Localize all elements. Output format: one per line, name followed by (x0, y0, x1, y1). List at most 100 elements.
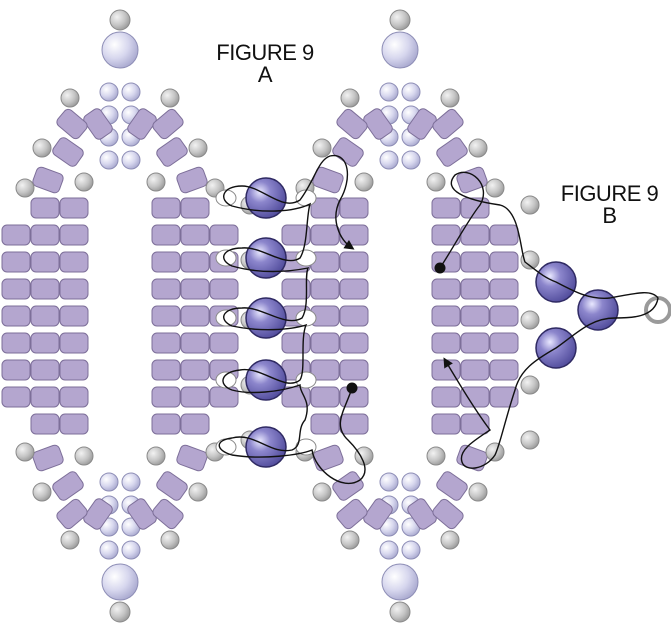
cylinder-bead (152, 108, 184, 140)
cylinder-bead (56, 498, 88, 530)
seed-bead (32, 138, 52, 158)
seed-bead (389, 601, 411, 623)
cylinder-bead (431, 386, 461, 408)
cylinder-bead (152, 498, 184, 530)
seed-bead (520, 250, 540, 270)
cylinder-bead (180, 413, 210, 435)
loop-seed-bead (295, 309, 317, 327)
cylinder-bead (431, 197, 461, 219)
cylinder-bead (431, 305, 461, 327)
connector-bead (577, 289, 619, 331)
pale-bead (401, 82, 421, 102)
pale-bead (379, 150, 399, 170)
cylinder-bead (332, 471, 364, 501)
seed-bead (160, 530, 180, 550)
cylinder-bead (59, 278, 89, 300)
cylinder-bead (209, 332, 239, 354)
cylinder-bead (127, 108, 157, 140)
pale-bead (381, 563, 419, 601)
seed-bead (520, 195, 540, 215)
thread-figure-b (439, 171, 659, 469)
cylinder-bead (56, 108, 88, 140)
pale-bead (121, 540, 141, 560)
figure-9b-label: FIGURE 9 B (552, 183, 667, 227)
cylinder-bead (176, 166, 208, 194)
thread-figure-a (218, 155, 366, 485)
cylinder-bead (310, 332, 340, 354)
cylinder-bead (59, 251, 89, 273)
cylinder-bead (339, 305, 369, 327)
seed-bead (468, 138, 488, 158)
seed-bead (426, 446, 446, 466)
cylinder-bead (32, 166, 64, 194)
cylinder-bead (339, 251, 369, 273)
seed-bead (520, 430, 540, 450)
cylinder-bead (1, 305, 31, 327)
cylinder-bead (310, 413, 340, 435)
loop-seed-bead (215, 371, 237, 389)
bead-unit-a (1, 9, 260, 623)
seed-bead (188, 138, 208, 158)
cylinder-bead (30, 197, 60, 219)
cylinder-bead (460, 386, 490, 408)
cylinder-bead (30, 251, 60, 273)
cylinder-bead (30, 386, 60, 408)
cylinder-bead (151, 386, 181, 408)
cylinder-bead (30, 332, 60, 354)
cylinder-bead (156, 471, 188, 501)
thread-start-dot (346, 382, 358, 394)
cylinder-bead (1, 332, 31, 354)
cylinder-bead (209, 224, 239, 246)
cylinder-bead (432, 108, 464, 140)
connector-bead (245, 426, 287, 468)
cylinder-bead (431, 278, 461, 300)
cylinder-bead (180, 332, 210, 354)
cylinder-bead (83, 108, 113, 140)
cylinder-bead (339, 278, 369, 300)
cylinder-bead (180, 359, 210, 381)
cylinder-bead (339, 413, 369, 435)
seed-bead (520, 310, 540, 330)
cylinder-bead (310, 386, 340, 408)
cylinder-bead (30, 224, 60, 246)
seed-bead (312, 482, 332, 502)
thread-paths (218, 155, 659, 485)
seed-bead (32, 482, 52, 502)
cylinder-bead (460, 305, 490, 327)
seed-bead (15, 178, 35, 198)
connector-bead (245, 297, 287, 339)
seed-bead (485, 178, 505, 198)
seed-bead (146, 446, 166, 466)
seed-bead (312, 138, 332, 158)
loop-seed-bead (215, 309, 237, 327)
pale-bead (401, 150, 421, 170)
cylinder-bead (339, 332, 369, 354)
cylinder-bead (30, 278, 60, 300)
pale-bead (379, 540, 399, 560)
pale-bead (379, 472, 399, 492)
pale-bead (121, 150, 141, 170)
bead-unit-b (260, 9, 540, 623)
seed-bead (440, 530, 460, 550)
cylinder-bead (407, 498, 437, 530)
pale-bead (99, 150, 119, 170)
cylinder-bead (32, 444, 64, 472)
cylinder-bead (310, 197, 340, 219)
loop-seed-bead (295, 249, 317, 267)
cylinder-bead (180, 251, 210, 273)
cylinder-bead (281, 224, 311, 246)
cylinder-bead (209, 278, 239, 300)
seed-bead (354, 172, 374, 192)
cylinder-bead (59, 224, 89, 246)
cylinder-bead (456, 166, 488, 194)
cylinder-bead (180, 197, 210, 219)
cylinder-bead (489, 332, 519, 354)
cylinder-bead (151, 278, 181, 300)
seed-bead (15, 442, 35, 462)
cylinder-bead (30, 359, 60, 381)
cylinder-bead (489, 224, 519, 246)
cylinder-bead (436, 471, 468, 501)
cylinder-bead (151, 305, 181, 327)
loop-seed-bead (215, 189, 237, 207)
